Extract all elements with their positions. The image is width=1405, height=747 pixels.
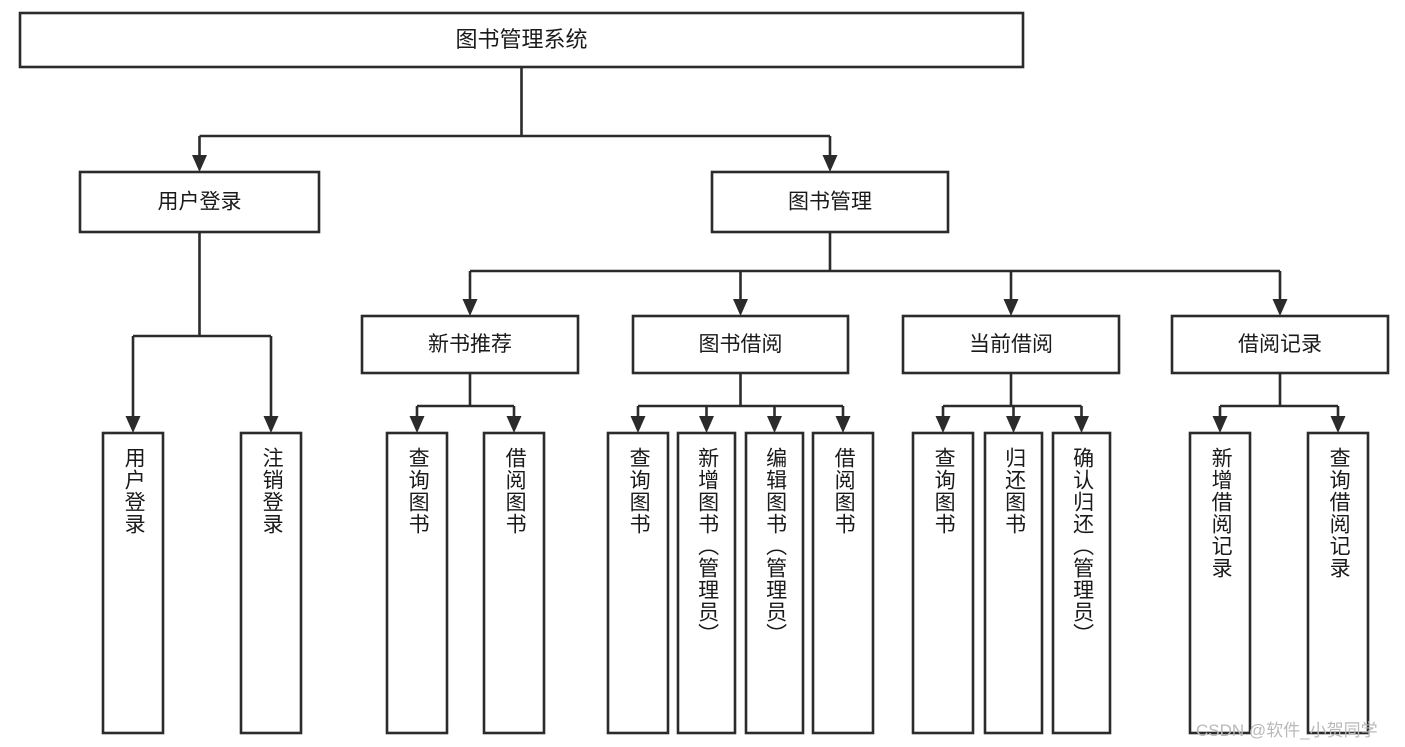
conn-user-login-arrow-0 (125, 416, 141, 433)
node-leaf-5-box[interactable] (676, 431, 737, 735)
conn-level3-3-arrow-1 (1330, 416, 1346, 433)
node-level2-0-box[interactable] (78, 170, 321, 234)
node-level3-3-box[interactable] (1170, 314, 1390, 375)
node-level2-0-label: 用户登录 (158, 191, 242, 214)
node-leaf-12-box[interactable] (1306, 431, 1370, 735)
node-leaf-10-box[interactable] (1051, 431, 1112, 735)
conn-book-mgmt-arrow-2 (1003, 299, 1019, 316)
conn-book-mgmt-arrow-0 (462, 299, 478, 316)
conn-level3-1-arrow-0 (630, 416, 646, 433)
node-leaf-8-box[interactable] (911, 431, 975, 735)
node-level2-1-box[interactable] (710, 170, 950, 234)
conn-book-mgmt-arrow-1 (733, 299, 748, 316)
node-level3-1-box[interactable] (631, 314, 850, 375)
conn-level3-2-arrow-2 (1074, 416, 1089, 433)
node-leaf-3-box[interactable] (482, 431, 546, 735)
node-level3-3-label: 借阅记录 (1238, 333, 1322, 356)
conn-level3-2-arrow-1 (1006, 416, 1021, 433)
node-leaf-6-box[interactable] (744, 431, 805, 735)
conn-user-login-arrow-1 (263, 416, 279, 433)
node-leaf-0-box[interactable] (101, 431, 165, 735)
node-root-box[interactable] (18, 11, 1025, 69)
node-leaf-4-box[interactable] (606, 431, 670, 735)
node-level2-1-label: 图书管理 (788, 191, 872, 214)
conn-level3-1-arrow-1 (699, 416, 714, 433)
node-level3-2-label: 当前借阅 (969, 333, 1053, 356)
conn-level3-0-arrow-1 (506, 416, 522, 433)
conn-root-arrow-1 (822, 155, 838, 172)
conn-level3-2-arrow-0 (935, 416, 951, 433)
conn-level3-3-arrow-0 (1212, 416, 1228, 433)
connector-layer (125, 67, 1346, 433)
conn-book-mgmt-arrow-3 (1272, 299, 1288, 316)
node-box-layer (18, 11, 1390, 735)
conn-level3-1-arrow-2 (767, 416, 782, 433)
node-root-label: 图书管理系统 (455, 27, 587, 52)
node-leaf-1-box[interactable] (239, 431, 303, 735)
node-level3-2-box[interactable] (901, 314, 1121, 375)
node-leaf-9-box[interactable] (983, 431, 1044, 735)
node-leaf-11-box[interactable] (1188, 431, 1252, 735)
node-level3-1-label: 图书借阅 (699, 333, 783, 356)
node-level3-0-box[interactable] (360, 314, 580, 375)
conn-root-arrow-0 (192, 155, 207, 172)
conn-level3-1-arrow-3 (835, 416, 851, 433)
node-level3-0-label: 新书推荐 (428, 333, 512, 356)
node-leaf-2-box[interactable] (385, 431, 449, 735)
conn-level3-0-arrow-0 (409, 416, 425, 433)
node-leaf-7-box[interactable] (811, 431, 875, 735)
